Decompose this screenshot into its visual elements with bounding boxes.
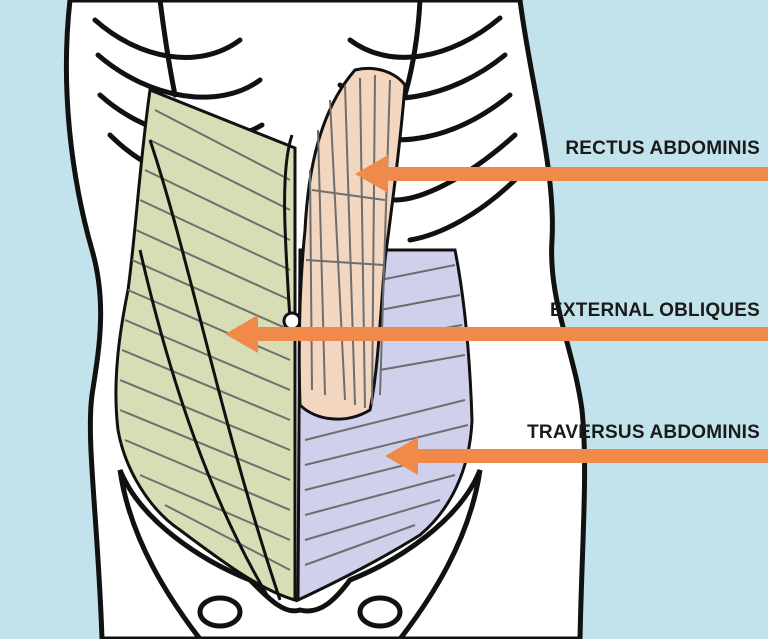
external-obliques-label: EXTERNAL OBLIQUES — [550, 300, 760, 322]
rectus-arrow-shaft — [380, 167, 768, 181]
navel — [284, 313, 300, 329]
external-arrow-shaft — [250, 327, 768, 341]
traversus-arrow-shaft — [410, 449, 768, 463]
rectus-abdominis-label: RECTUS ABDOMINIS — [565, 138, 760, 160]
traversus-abdominis-label: TRAVERSUS ABDOMINIS — [527, 422, 760, 444]
